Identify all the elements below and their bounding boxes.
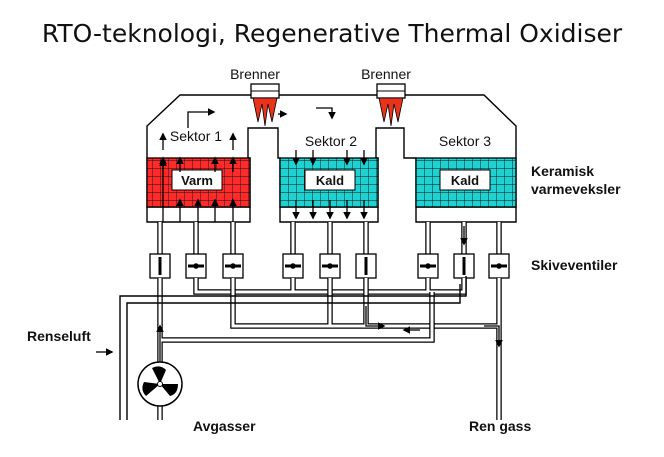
plenum-2 (279, 207, 379, 223)
sector-state-2: Kald (316, 173, 344, 188)
flame-icon (378, 97, 404, 127)
flame-icon (252, 97, 278, 127)
valve-closed (282, 253, 304, 279)
sector-1-upflow-arrows (159, 132, 237, 222)
valve-open-vertical (355, 253, 377, 279)
valve-closed (185, 253, 207, 279)
sector-label-3: Sektor 3 (439, 133, 491, 149)
sector-2-downflow-arrows (292, 150, 368, 220)
valve-closed (488, 253, 510, 279)
diagram-title: RTO-teknologi, Regenerative Thermal Oxid… (42, 19, 623, 48)
sector-label-2: Sektor 2 (305, 133, 357, 149)
valve-closed (222, 253, 244, 279)
label-clean-air: Renseluft (27, 328, 91, 344)
sector-state-3: Kald (451, 173, 479, 188)
disc-valves (149, 253, 510, 279)
burner-left (250, 83, 280, 127)
valve-closed (417, 253, 439, 279)
burner-label-left: Brenner (230, 66, 280, 82)
fan-icon (137, 361, 183, 407)
valve-closed (319, 253, 341, 279)
burner-label-right: Brenner (361, 66, 411, 82)
sector-state-1: Varm (181, 173, 213, 188)
chamber-flow-arrows (187, 107, 336, 128)
piping-flow-arrows (96, 226, 503, 368)
label-heat-exchanger-2: varmeveksler (531, 181, 621, 197)
heat-exchanger-3: Kald (415, 157, 517, 208)
sector-label-1: Sektor 1 (170, 128, 222, 144)
label-valves: Skiveventiler (531, 257, 618, 273)
heat-exchanger-2: Kald (279, 157, 379, 208)
label-clean-gas: Ren gass (469, 418, 531, 434)
label-exhaust: Avgasser (193, 418, 256, 434)
valve-open-vertical (149, 253, 171, 279)
burner-right (376, 83, 406, 127)
valve-pipes (157, 222, 502, 254)
valve-open-vertical (453, 253, 475, 279)
plenum-3 (415, 207, 517, 223)
label-heat-exchanger-1: Keramisk (531, 163, 594, 179)
